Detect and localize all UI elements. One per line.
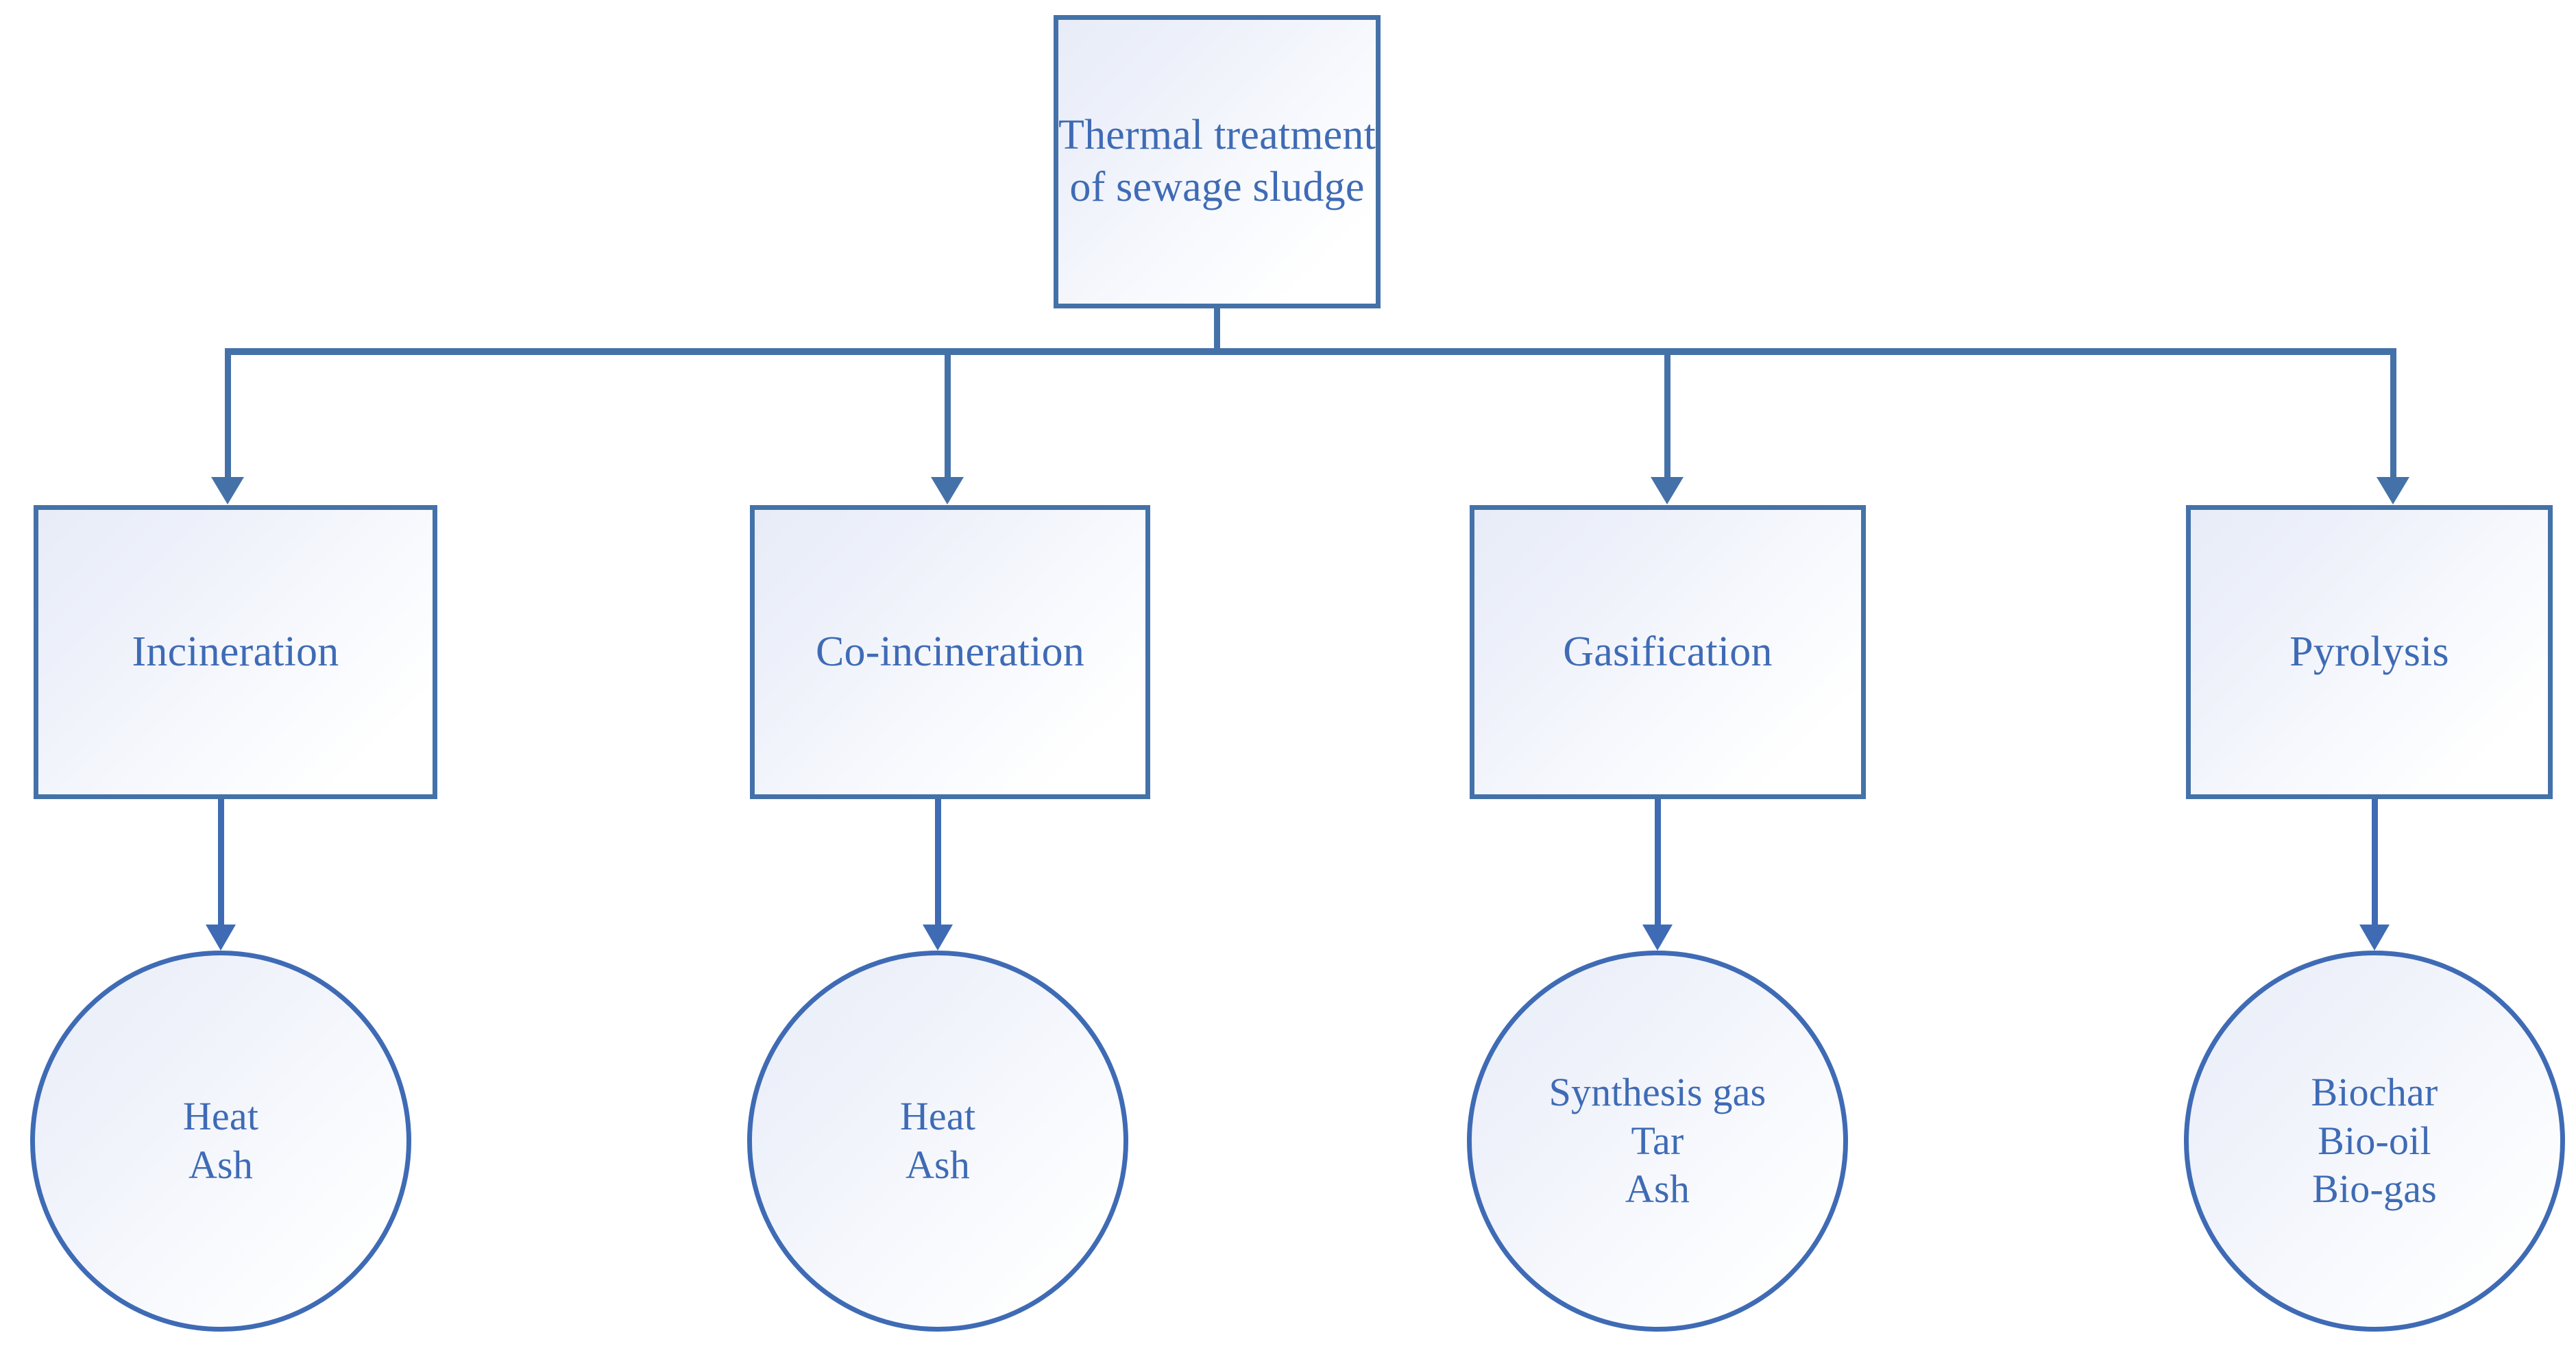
connector-bus-to-process-2 <box>1664 348 1670 478</box>
product-label-2-1: Tar <box>1631 1118 1684 1163</box>
arrowhead-to-process-1 <box>931 477 964 504</box>
process-label-0: Incineration <box>132 628 339 675</box>
product-label-1-1: Ash <box>905 1142 971 1187</box>
arrowhead-to-process-2 <box>1651 477 1684 504</box>
product-node-incineration-outputs[interactable]: Heat Ash <box>30 951 411 1332</box>
process-node-pyrolysis[interactable]: Pyrolysis <box>2186 505 2553 799</box>
arrowhead-to-process-3 <box>2377 477 2409 504</box>
connector-bus-to-process-0 <box>225 348 231 478</box>
connector-process-0-to-product-0 <box>218 799 224 926</box>
connector-process-1-to-product-1 <box>935 799 941 926</box>
connector-horizontal-bus <box>225 348 2396 355</box>
product-node-pyrolysis-outputs[interactable]: Biochar Bio-oil Bio-gas <box>2184 951 2565 1332</box>
arrowhead-to-product-0 <box>206 925 236 951</box>
product-label-2-0: Synthesis gas <box>1548 1069 1766 1114</box>
process-label-1: Co-incineration <box>815 628 1085 675</box>
process-label-3: Pyrolysis <box>2289 628 2449 675</box>
connector-bus-to-process-1 <box>945 348 951 478</box>
arrowhead-to-product-2 <box>1642 925 1673 951</box>
product-node-co-incineration-outputs[interactable]: Heat Ash <box>747 951 1128 1332</box>
product-label-2-2: Ash <box>1625 1166 1690 1212</box>
product-label-3-2: Bio-gas <box>2312 1166 2437 1212</box>
root-node-line1: Thermal treatment <box>1058 112 1376 159</box>
arrowhead-to-product-3 <box>2359 925 2390 951</box>
product-label-1-0: Heat <box>899 1094 976 1139</box>
connector-process-3-to-product-3 <box>2372 799 2378 926</box>
root-node-thermal-treatment[interactable]: Thermal treatment of sewage sludge <box>1054 15 1381 308</box>
connector-bus-to-process-3 <box>2390 348 2396 478</box>
process-node-incineration[interactable]: Incineration <box>34 505 437 799</box>
product-label-3-0: Biochar <box>2311 1069 2438 1114</box>
connector-root-stem <box>1214 308 1220 353</box>
process-node-gasification[interactable]: Gasification <box>1470 505 1866 799</box>
arrowhead-to-process-0 <box>211 477 244 504</box>
connector-process-2-to-product-2 <box>1655 799 1661 926</box>
process-label-2: Gasification <box>1563 628 1773 675</box>
product-label-0-1: Ash <box>188 1142 254 1187</box>
root-node-line2: of sewage sludge <box>1069 164 1365 210</box>
arrowhead-to-product-1 <box>923 925 953 951</box>
product-node-gasification-outputs[interactable]: Synthesis gas Tar Ash <box>1467 951 1848 1332</box>
process-node-co-incineration[interactable]: Co-incineration <box>750 505 1150 799</box>
product-label-0-0: Heat <box>182 1094 259 1139</box>
product-label-3-1: Bio-oil <box>2318 1118 2431 1163</box>
